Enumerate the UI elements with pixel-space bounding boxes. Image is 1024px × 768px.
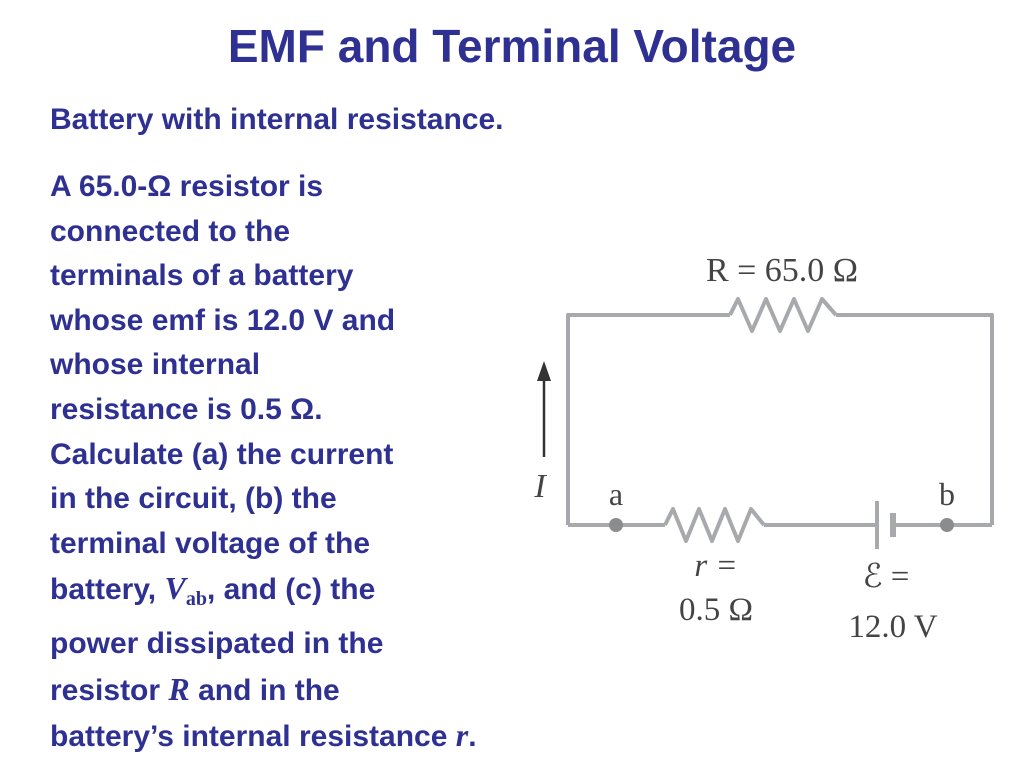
problem-text: battery, xyxy=(50,573,165,607)
problem-text: . xyxy=(468,720,477,754)
symbol-subscript-ab: ab xyxy=(185,588,207,611)
problem-line: resistance is 0.5 Ω. xyxy=(50,392,323,426)
circuit-diagram: R = 65.0 Ω I a b r = 0.5 Ω ℰ = 12.0 V xyxy=(533,252,994,645)
node-b-dot xyxy=(940,518,954,532)
slide-title: EMF and Terminal Voltage xyxy=(227,20,797,72)
problem-text: and in the xyxy=(189,673,340,707)
top-wire-left xyxy=(566,313,730,525)
current-arrow-head xyxy=(537,361,551,381)
node-a-label: a xyxy=(609,476,623,512)
top-wire-right xyxy=(836,313,994,525)
symbol-r-internal: r xyxy=(455,717,469,754)
problem-text: , and (c) the xyxy=(206,573,376,607)
symbol-v: V xyxy=(164,570,186,607)
resistor-r-zigzag xyxy=(728,297,838,333)
emf-label-line2: 12.0 V xyxy=(848,609,937,645)
slide-subtitle: Battery with internal resistance. xyxy=(50,103,504,136)
problem-text: resistor xyxy=(50,673,169,707)
problem-line: battery, Vab, and (c) the xyxy=(50,566,610,622)
emf-label-line1: ℰ = xyxy=(863,559,910,595)
problem-line: whose internal xyxy=(50,348,261,382)
problem-line: resistor R and in the xyxy=(50,667,610,714)
problem-line: whose emf is 12.0 V and xyxy=(50,303,396,337)
problem-line: A 65.0-Ω resistor is xyxy=(50,170,324,203)
problem-text: battery’s internal resistance xyxy=(50,720,456,754)
symbol-r-resistor: R xyxy=(168,670,190,707)
resistor-internal-zigzag xyxy=(663,507,766,543)
internal-r-label-line2: 0.5 Ω xyxy=(679,592,753,628)
current-i-label: I xyxy=(533,468,547,505)
node-b-label: b xyxy=(939,476,955,512)
internal-r-label-line1: r = xyxy=(694,548,737,584)
node-a-dot xyxy=(609,518,623,532)
problem-line: Calculate (a) the current xyxy=(50,437,394,471)
problem-line: terminals of a battery xyxy=(50,259,354,293)
problem-line: connected to the xyxy=(50,214,291,248)
resistor-r-label: R = 65.0 Ω xyxy=(706,252,858,289)
problem-line: terminal voltage of the xyxy=(50,526,371,560)
problem-line: in the circuit, (b) the xyxy=(50,482,337,516)
problem-line: battery’s internal resistance r. xyxy=(50,713,610,760)
problem-line: power dissipated in the xyxy=(50,626,384,660)
wire-loop xyxy=(566,297,994,543)
problem-statement: A 65.0-Ω resistor is connected to the te… xyxy=(50,165,610,760)
